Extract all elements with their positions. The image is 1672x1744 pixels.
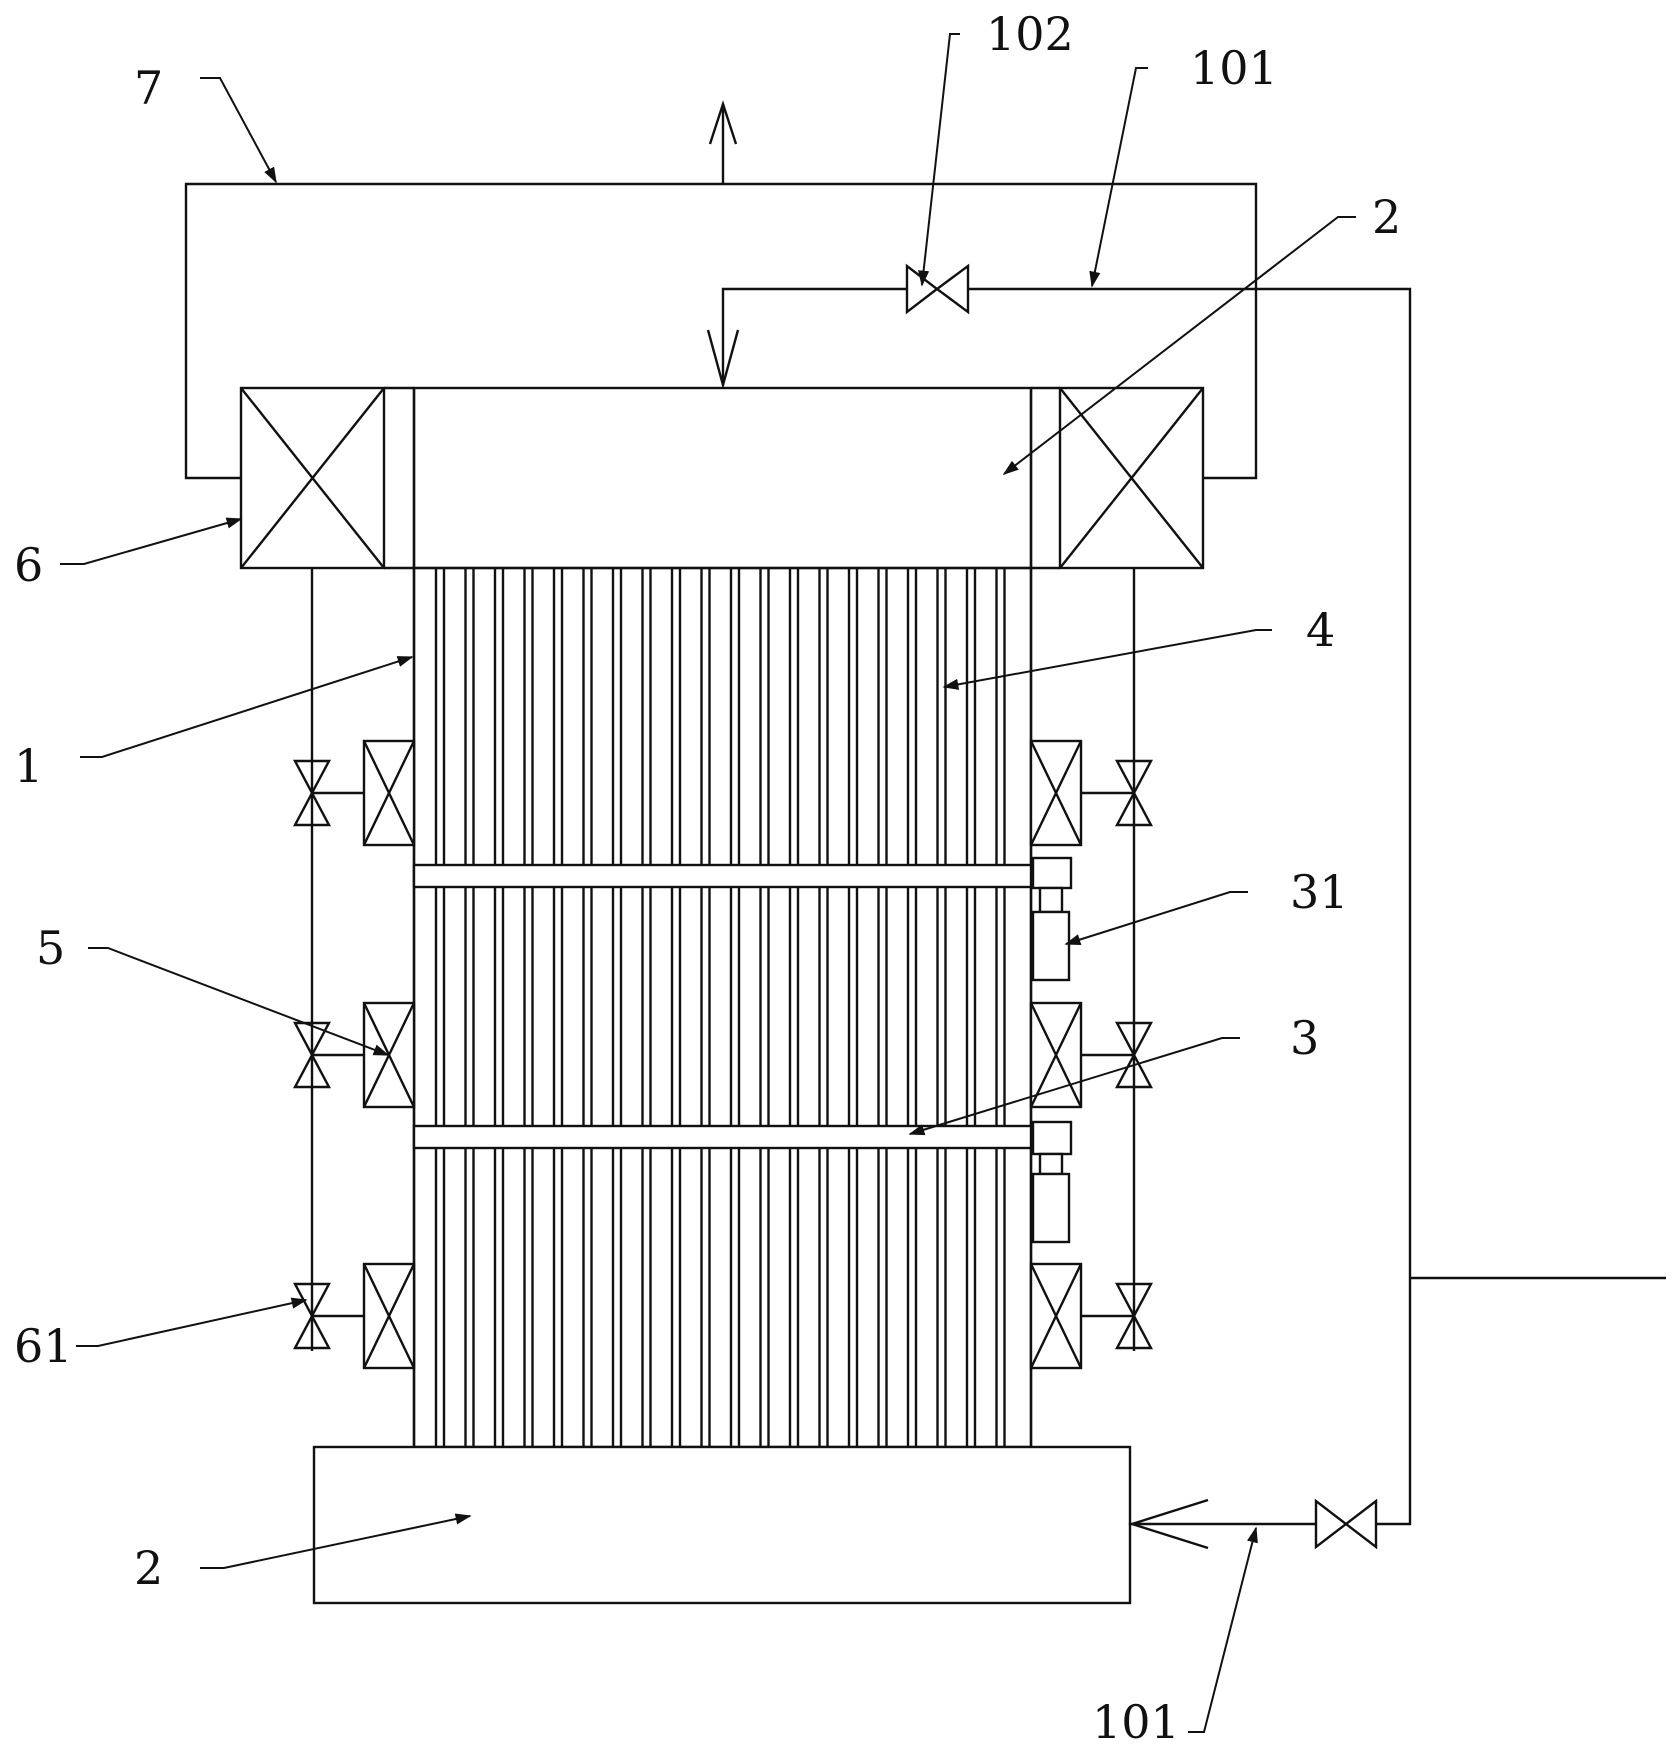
actuator-31-upper <box>1031 856 1073 982</box>
leader-101-bottom <box>1188 1526 1258 1733</box>
leader-1 <box>80 656 414 758</box>
filter-6-left <box>239 386 386 570</box>
actuator-31-lower <box>1031 1120 1073 1244</box>
valve-61-right <box>1115 1021 1153 1089</box>
top-chamber-2 <box>412 386 1033 570</box>
module-5-right <box>1029 1001 1083 1109</box>
label-2-top: 2 <box>1372 190 1401 244</box>
module-5-right <box>1029 739 1083 847</box>
valve-102 <box>905 263 970 315</box>
label-7: 7 <box>134 61 163 115</box>
leader-102 <box>918 33 960 287</box>
valve-61-left <box>293 1021 331 1089</box>
filter-6-right <box>1058 386 1205 570</box>
leader-2-top <box>1002 216 1356 475</box>
label-101-top: 101 <box>1190 41 1278 95</box>
pipe-101-top-left <box>721 287 907 385</box>
label-61: 61 <box>14 1319 73 1373</box>
inlet-arrow-bottom <box>1128 1498 1209 1550</box>
valve-inlet-bottom <box>1314 1498 1378 1550</box>
leader-2-bottom <box>200 1513 472 1569</box>
leader-6 <box>60 517 243 565</box>
leader-3 <box>908 1037 1240 1136</box>
module-5-left <box>362 1262 416 1370</box>
down-arrow-top-chamber <box>706 329 740 390</box>
label-1: 1 <box>14 739 43 793</box>
module-5-right <box>1029 1262 1083 1370</box>
label-31: 31 <box>1290 865 1349 919</box>
side-modules <box>293 568 1153 1370</box>
leader-lines <box>60 33 1356 1733</box>
label-4: 4 <box>1306 603 1335 657</box>
leader-5 <box>88 947 390 1056</box>
tube-lines <box>434 568 1006 1447</box>
label-3: 3 <box>1290 1011 1319 1065</box>
label-101-bottom: 101 <box>1092 1695 1180 1739</box>
label-102: 102 <box>986 7 1074 61</box>
valve-61-right <box>1115 1282 1153 1350</box>
exhaust-arrow <box>708 100 738 184</box>
baffle-plate-3-lower <box>412 1124 1033 1150</box>
label-5: 5 <box>36 921 65 975</box>
bottom-chamber-2 <box>312 1445 1132 1605</box>
label-2-bottom: 2 <box>134 1541 163 1595</box>
leader-7 <box>200 77 277 184</box>
pipe-101-top <box>968 287 1412 1526</box>
module-5-left <box>362 739 416 847</box>
module-5-left <box>362 1001 416 1109</box>
baffle-plate-3-upper <box>412 863 1033 889</box>
leader-61 <box>76 1297 308 1347</box>
leader-31 <box>1064 891 1248 945</box>
leader-101-top <box>1089 67 1148 288</box>
leader-4 <box>942 629 1272 690</box>
pipe-7 <box>184 182 1258 480</box>
callout-labels: 7 102 101 2 6 4 1 31 5 3 61 2 101 <box>14 7 1401 1744</box>
valve-61-right <box>1115 759 1153 827</box>
label-6: 6 <box>14 538 43 592</box>
valve-61-left <box>293 759 331 827</box>
